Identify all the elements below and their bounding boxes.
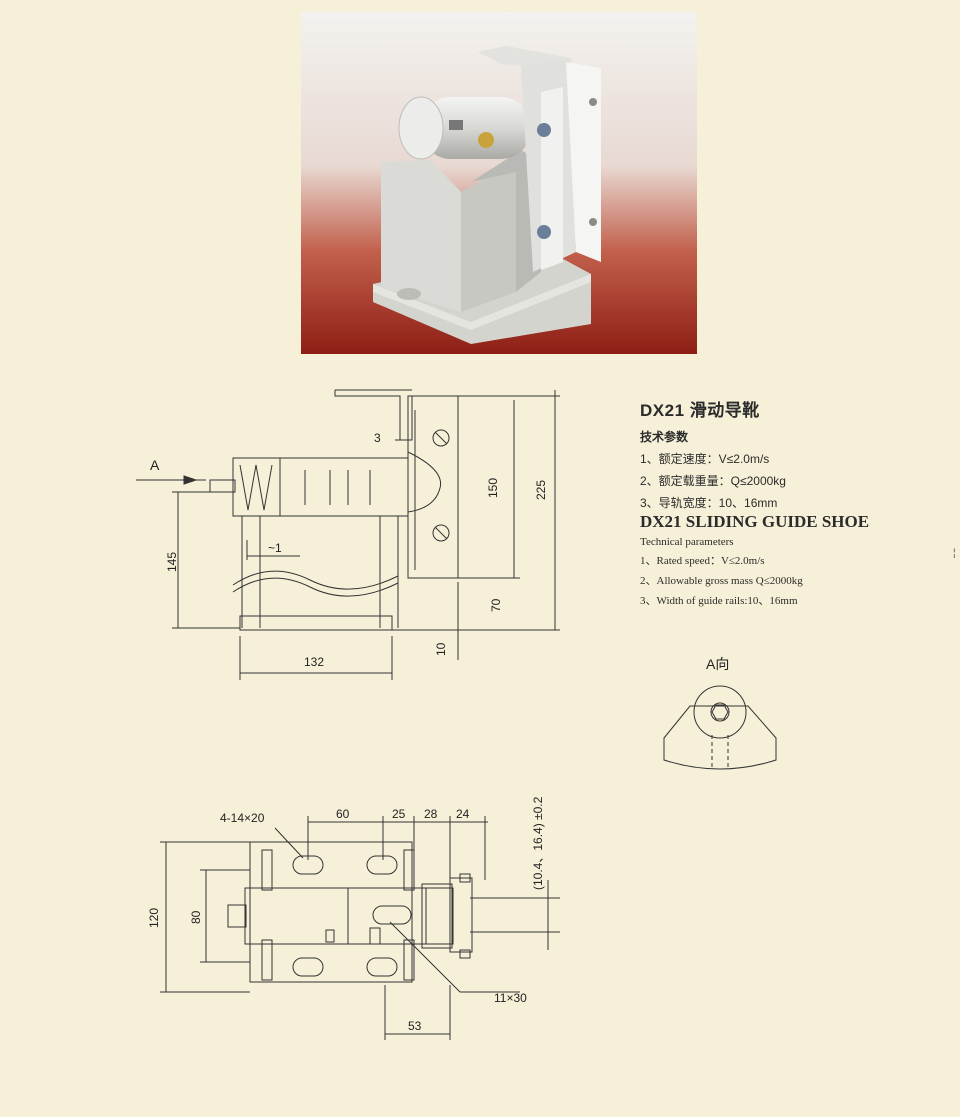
spring [239,464,273,511]
dim-132: 132 [304,655,324,669]
top-base [249,841,413,983]
dim-holes: 4-14×20 [220,811,265,825]
bolt-bottom [432,524,450,542]
dim-60: 60 [336,807,350,821]
roller-arc [407,451,442,513]
dim-70: 70 [489,598,503,612]
slot [372,905,412,925]
spec-cn-subtitle: 技术参数 [640,430,689,444]
bolt-top [432,429,450,447]
spec-en-title: DX21 SLIDING GUIDE SHOE [640,512,870,531]
view-label-a: A [150,457,160,473]
dim-24: 24 [456,807,470,821]
dim-225: 225 [534,480,548,500]
dim-10: 10 [434,642,448,656]
hole-2 [292,957,324,977]
a-view-label: A向 [706,656,730,672]
spec-cn-item-2: 2、额定载重量：Q≤2000kg [640,474,786,488]
spec-en-item-1: 1、Rated speed：V≤2.0m/s [640,555,765,567]
spec-cn-item-1: 1、额定速度：V≤2.0m/s [640,452,770,466]
dim-28: 28 [424,807,438,821]
dim-120: 120 [147,908,161,928]
view-arrow-head [183,475,198,485]
spec-english: DX21 SLIDING GUIDE SHOE Technical parame… [640,512,870,608]
a-view-roller [693,685,747,739]
spec-en-subtitle: Technical parameters [640,536,734,548]
dim-53: 53 [408,1019,422,1033]
base-plate [239,615,393,631]
spec-cn-title: DX21 滑动导靴 [640,401,760,420]
spec-cn-item-3: 3、导轨宽度：10、16mm [640,496,778,510]
dim-3: 3 [374,431,381,445]
spring-cylinder [232,457,409,517]
a-view-body [663,705,777,770]
dim-145: 145 [165,552,179,572]
edge-mark-icon: ¦ [953,548,956,559]
spec-en-item-2: 2、Allowable gross mass Q≤2000kg [640,575,803,587]
dim-1: ~1 [268,541,282,555]
hole-3 [366,855,398,875]
dim-slot: 11×30 [494,991,527,1005]
product-photo [301,12,697,354]
dim-25: 25 [392,807,406,821]
dim-80: 80 [189,910,203,924]
dim-150: 150 [486,478,500,498]
spec-en-item-3: 3、Width of guide rails:10、16mm [640,595,798,607]
hole-4 [366,957,398,977]
spec-chinese: DX21 滑动导靴 技术参数 1、额定速度：V≤2.0m/s 2、额定载重量：Q… [640,396,786,511]
top-bracket [334,390,458,441]
dim-tolerance: (10.4、16.4) ±0.2 [531,796,545,890]
